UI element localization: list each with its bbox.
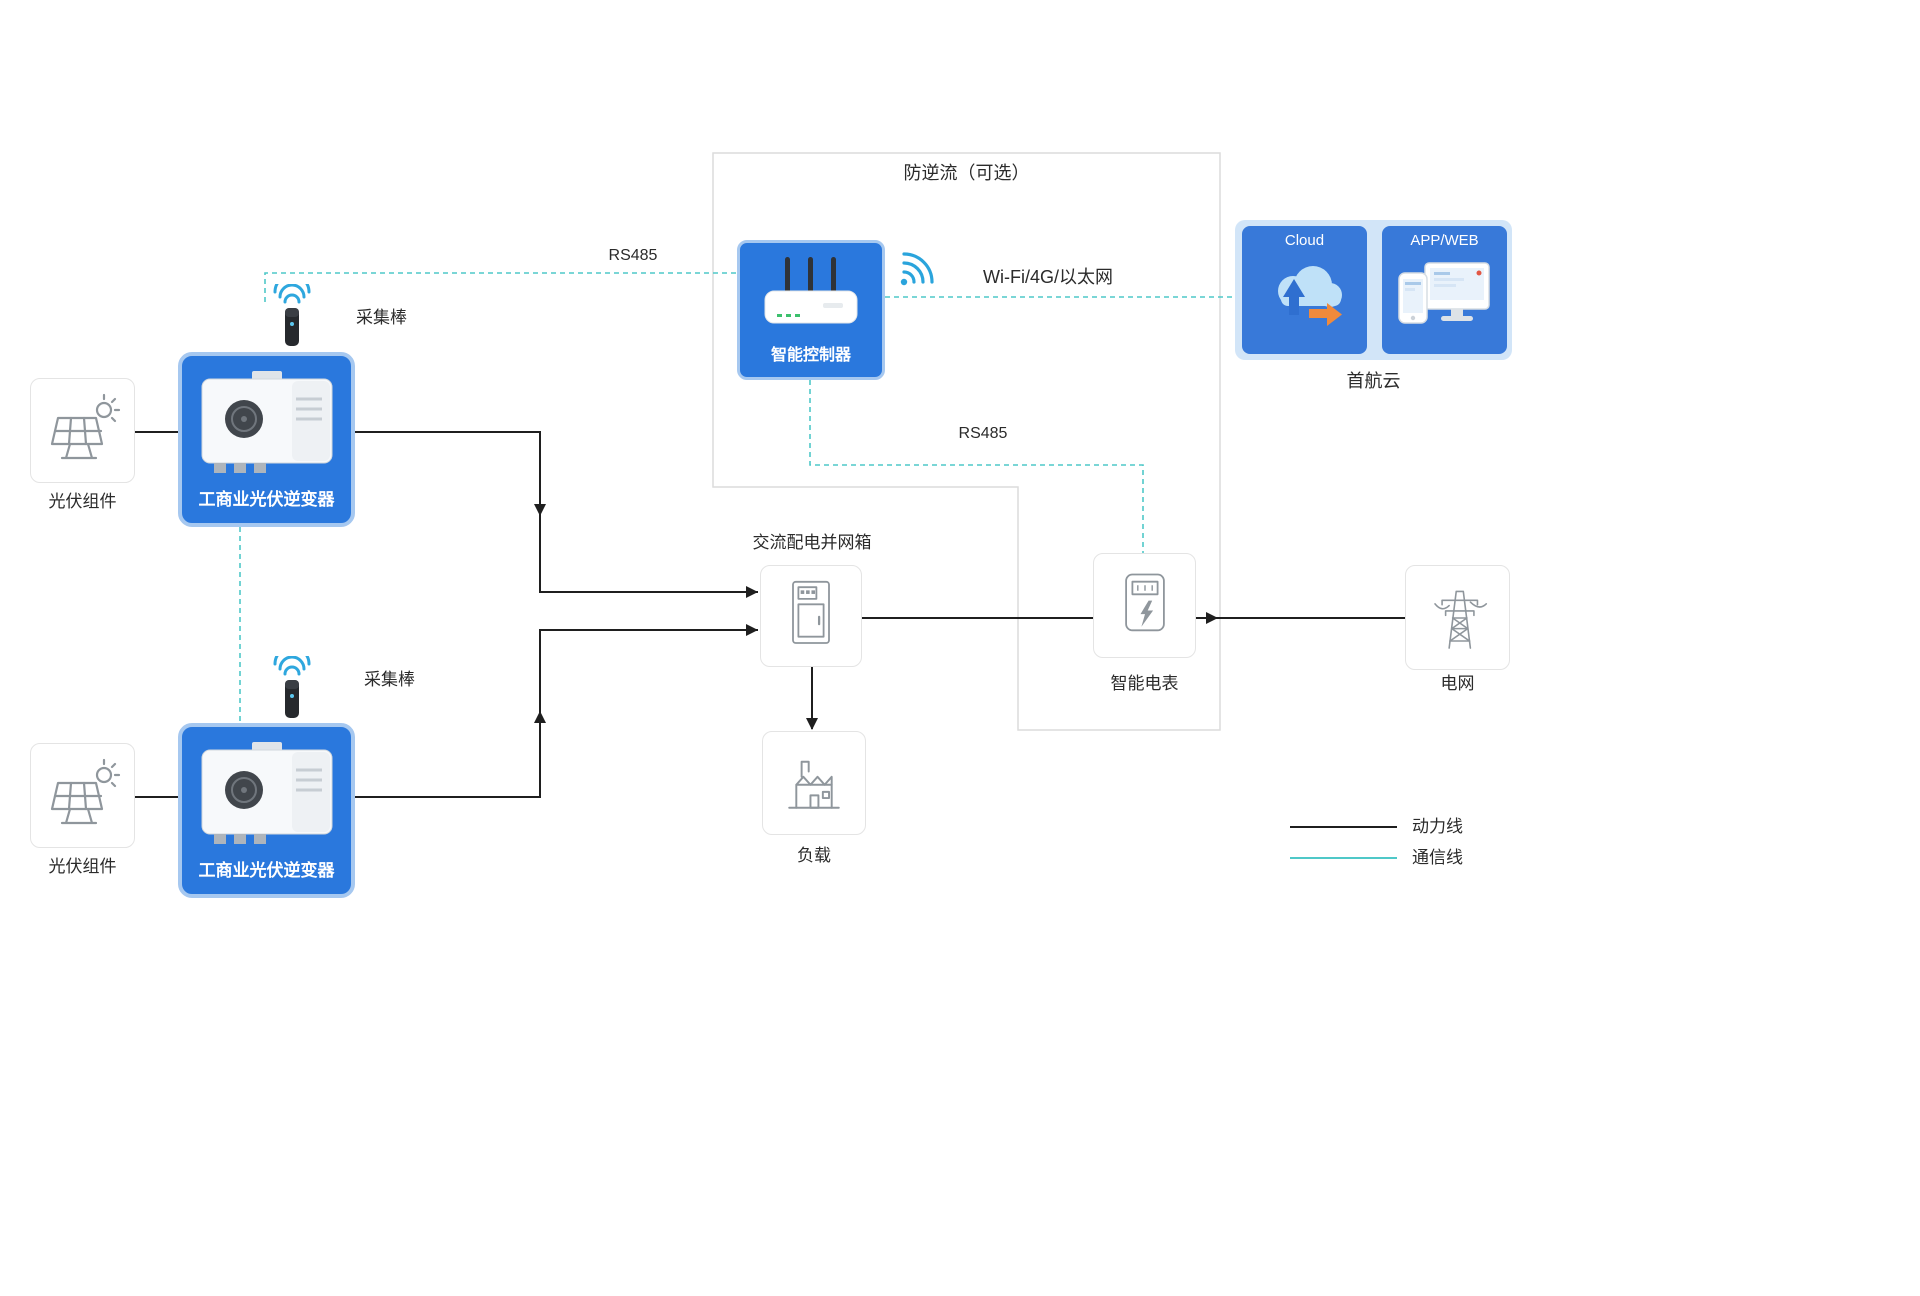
smart-controller-label: 智能控制器 xyxy=(770,347,851,364)
pv-module-1-label: 光伏组件 xyxy=(48,492,117,511)
grid-label: 电网 xyxy=(1440,674,1475,693)
appweb-subpanel: APP/WEB xyxy=(1382,226,1507,354)
cloud-title: Cloud xyxy=(1284,232,1325,249)
anti-backflow-title: 防逆流（可选） xyxy=(903,163,1030,183)
inverter-device-icon xyxy=(201,742,332,844)
wifi-stick-icon xyxy=(273,645,311,718)
inverter-2-label: 工商业光伏逆变器 xyxy=(198,861,335,880)
wifi-signal-icon xyxy=(896,244,942,290)
transmission-tower-icon xyxy=(1433,590,1487,649)
smart-controller-card: 智能控制器 xyxy=(737,240,885,380)
pv-module-1-card xyxy=(30,378,135,483)
pv-module-2-label: 光伏组件 xyxy=(48,857,117,876)
pv-module-2-card xyxy=(30,743,135,848)
appweb-title: APP/WEB xyxy=(1410,232,1479,249)
wifi-4g-ethernet-label: Wi-Fi/4G/以太网 xyxy=(983,267,1113,287)
inverter-1-label: 工商业光伏逆变器 xyxy=(198,490,335,509)
router-icon xyxy=(764,257,858,324)
factory-icon xyxy=(788,760,840,809)
cloud-caption: 首航云 xyxy=(1346,371,1401,391)
collector-stick-2 xyxy=(270,645,314,726)
distribution-cabinet-icon xyxy=(792,580,830,644)
solar-panel-icon xyxy=(50,393,120,459)
cloud-sync-icon xyxy=(1277,266,1342,326)
rs485-mid-label: RS485 xyxy=(958,425,1008,442)
comm-lines xyxy=(239,272,1235,723)
smart-meter-card xyxy=(1093,553,1196,658)
cloud-subpanel: Cloud xyxy=(1242,226,1367,354)
load-card xyxy=(762,731,866,835)
cloud-panel: Cloud APP/WEB xyxy=(1235,220,1512,360)
collector-stick-1 xyxy=(270,273,314,354)
meter-icon xyxy=(1124,573,1165,631)
inverter-device-icon xyxy=(201,371,332,473)
wifi-stick-icon xyxy=(273,273,311,346)
smart-meter-label: 智能电表 xyxy=(1110,674,1179,693)
legend-comm-label: 通信线 xyxy=(1412,848,1463,867)
inverter-1-card: 工商业光伏逆变器 xyxy=(178,352,355,527)
ac-box-card xyxy=(760,565,862,667)
legend-lines xyxy=(1290,826,1397,859)
solar-panel-icon xyxy=(50,758,120,824)
inverter-2-card: 工商业光伏逆变器 xyxy=(178,723,355,898)
collector-2-label: 采集棒 xyxy=(364,670,415,689)
load-label: 负载 xyxy=(797,846,831,865)
grid-card xyxy=(1405,565,1510,670)
power-arrows xyxy=(534,504,1218,730)
ac-box-label: 交流配电并网箱 xyxy=(752,533,872,552)
collector-1-label: 采集棒 xyxy=(356,308,407,327)
app-web-devices-icon xyxy=(1397,262,1490,324)
legend-power-label: 动力线 xyxy=(1412,817,1463,836)
anti-backflow-boundary xyxy=(712,152,1221,731)
rs485-top-label: RS485 xyxy=(608,247,658,264)
